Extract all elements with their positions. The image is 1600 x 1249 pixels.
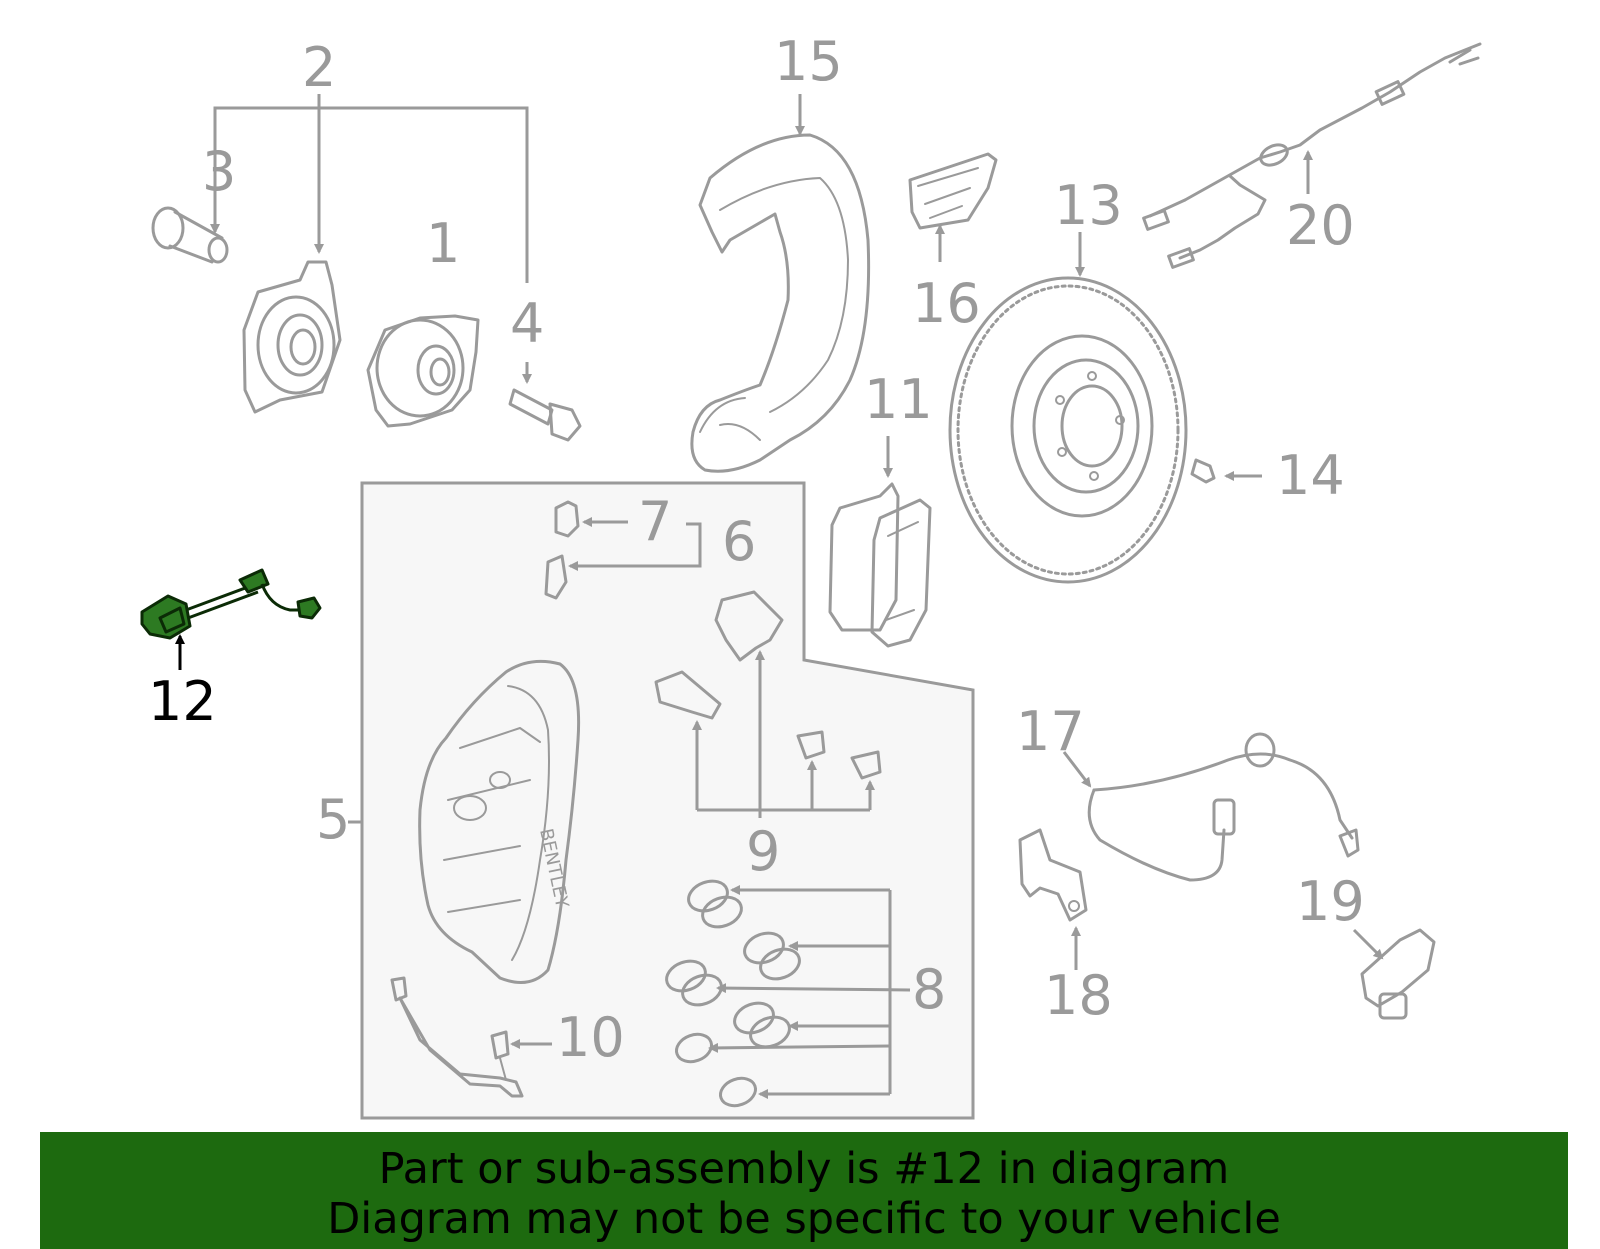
callout-17: 17 <box>1016 700 1085 763</box>
part-2-hub <box>242 260 342 414</box>
callout-3: 3 <box>202 140 236 203</box>
part-8-pistons <box>665 879 911 1108</box>
callout-11: 11 <box>864 368 933 431</box>
callout-16: 16 <box>912 272 981 335</box>
callout-2: 2 <box>302 36 336 99</box>
callout-7: 7 <box>638 490 672 553</box>
callout-19: 19 <box>1296 870 1365 933</box>
info-banner: Part or sub-assembly is #12 in diagram D… <box>40 1132 1568 1249</box>
part-18-bracket <box>1018 828 1088 970</box>
callout-5: 5 <box>316 788 350 851</box>
callout-1: 1 <box>426 212 460 275</box>
callout-4: 4 <box>510 292 544 355</box>
callout-18: 18 <box>1044 964 1113 1027</box>
banner-line-1: Part or sub-assembly is #12 in diagram <box>378 1144 1230 1194</box>
part-15-dust-shield <box>690 94 871 473</box>
leader-2 <box>210 94 529 283</box>
part-6-pins <box>544 522 702 600</box>
part-1-bearing <box>366 314 480 428</box>
part-19-fitting <box>1352 928 1436 1020</box>
callout-9: 9 <box>746 820 780 883</box>
callout-20: 20 <box>1286 194 1355 257</box>
callout-15: 15 <box>774 30 843 93</box>
part-14-screw <box>1190 458 1262 484</box>
part-3-bolt <box>151 206 229 264</box>
part-12-wear-sensor <box>140 568 322 640</box>
part-16-shield <box>908 152 998 262</box>
part-17-brake-hose <box>1062 732 1360 882</box>
callout-12: 12 <box>148 670 217 733</box>
caliper-kit-box <box>360 481 975 1120</box>
part-4-bolt <box>508 362 582 442</box>
part-20-wire-harness <box>1142 42 1482 269</box>
callout-6: 6 <box>722 510 756 573</box>
callout-10: 10 <box>556 1006 625 1069</box>
part-7-guide-pin <box>554 500 628 538</box>
part-11-brake-pads <box>828 436 932 648</box>
callout-8: 8 <box>912 958 946 1021</box>
banner-line-2: Diagram may not be specific to your vehi… <box>327 1194 1281 1244</box>
callout-13: 13 <box>1054 174 1123 237</box>
part-10-sensor <box>390 976 552 1098</box>
callout-14: 14 <box>1276 444 1345 507</box>
part-13-brake-disc <box>948 232 1188 584</box>
part-9-clips <box>654 590 882 818</box>
